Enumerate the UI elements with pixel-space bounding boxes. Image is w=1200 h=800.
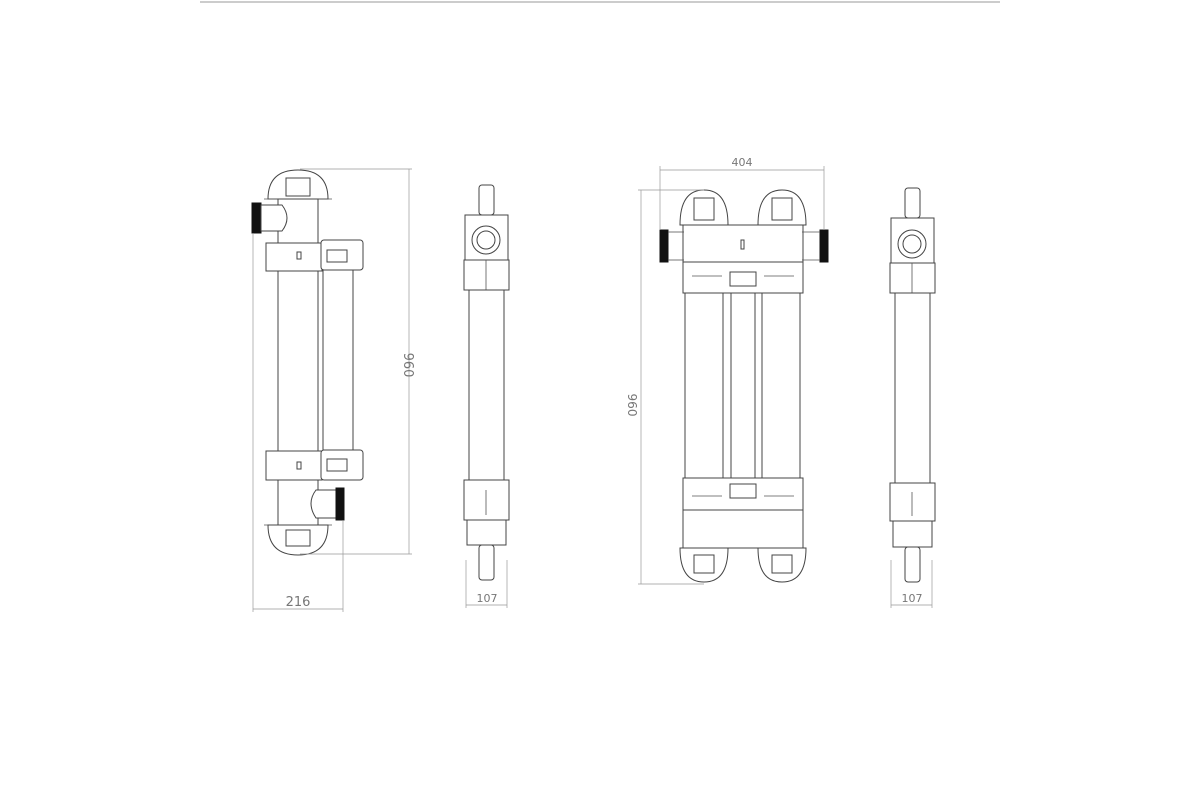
clamp-slot: [296, 461, 302, 470]
bottom-lamp-socket: [285, 529, 311, 547]
lower-clamp: [889, 482, 936, 522]
dim-label-width: 216: [286, 595, 311, 610]
inlet-port: [251, 202, 262, 234]
top-lamp-socket: [285, 177, 311, 197]
tube: [468, 289, 505, 481]
outlet-port: [335, 487, 345, 521]
bottom-nut: [904, 546, 921, 583]
right-top-socket: [771, 197, 793, 221]
dim-label-width: 107: [477, 592, 498, 605]
left-bottom-socket: [693, 554, 715, 574]
bottom-nut: [478, 544, 495, 581]
right-tube: [761, 292, 801, 479]
lamp-tube: [730, 292, 756, 479]
tube: [894, 292, 931, 484]
port-inner: [902, 234, 922, 254]
view-double-side: 107: [889, 187, 936, 608]
inlet-pipe: [260, 204, 288, 232]
lower-clamp: [265, 450, 323, 481]
right-bottom-socket: [771, 554, 793, 574]
port-inner: [476, 230, 496, 250]
right-port: [819, 229, 829, 263]
lamp-tube: [322, 269, 354, 451]
lower-clamp: [463, 479, 510, 521]
cable-glands-top: [326, 249, 348, 263]
lower-manifold: [682, 509, 804, 549]
upper-clamp: [889, 262, 936, 294]
top-nut: [478, 184, 495, 216]
view-double-front: 404 960: [625, 156, 829, 585]
top-nut: [904, 187, 921, 219]
upper-clamp: [265, 242, 323, 272]
left-port: [659, 229, 669, 263]
lower-head: [892, 520, 933, 548]
cable-glands-bottom: [326, 458, 348, 472]
dim-label-height: 960: [625, 394, 639, 417]
main-tube: [277, 270, 319, 452]
dim-label-height: 960: [400, 353, 415, 378]
left-top-socket: [693, 197, 715, 221]
manifold-slot: [740, 239, 745, 250]
upper-clamp: [463, 259, 510, 291]
lower-head: [466, 519, 507, 546]
cable-glands-top: [729, 271, 757, 287]
cable-glands-bottom: [729, 483, 757, 499]
outlet-pipe: [310, 489, 338, 519]
view-single-side: 107: [463, 184, 510, 608]
clamp-slot: [296, 251, 302, 260]
view-single-front: 960 216: [251, 168, 415, 612]
dim-label-width: 404: [732, 156, 753, 169]
dim-label-width: 107: [902, 592, 923, 605]
left-tube: [684, 292, 724, 479]
